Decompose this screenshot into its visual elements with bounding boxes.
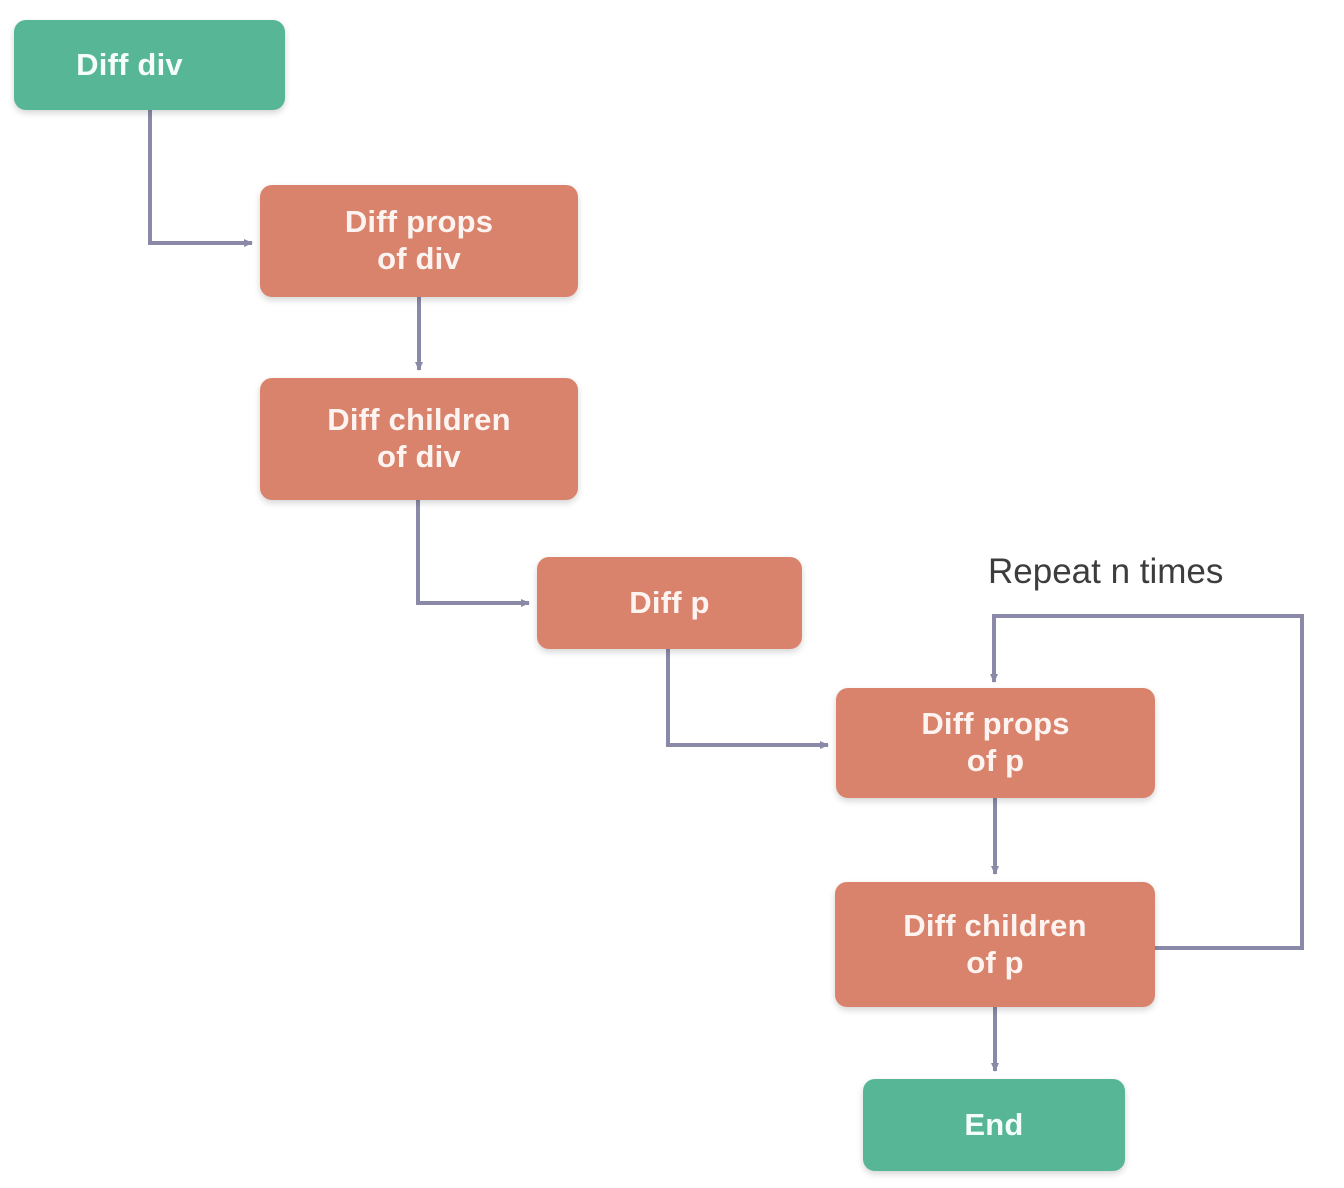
node-diff-children-of-div[interactable]: Diff children of div <box>260 378 578 500</box>
node-label-end: End <box>964 1106 1024 1142</box>
node-diff-p[interactable]: Diff p <box>537 557 802 649</box>
node-label-diff-children-of-div: Diff children of div <box>327 402 511 474</box>
edge-group <box>148 110 1304 1072</box>
node-label-diff-children-of-p: Diff children of p <box>903 907 1087 980</box>
node-diff-props-of-div[interactable]: Diff props of div <box>260 185 578 297</box>
label-repeat-n-times: Repeat n times <box>988 552 1224 591</box>
edge-repeat-loop <box>990 614 1304 950</box>
edge-diff-p-to-props-p <box>666 649 829 749</box>
node-label-diff-p: Diff p <box>629 584 710 620</box>
node-label-diff-div: Diff div <box>76 46 183 82</box>
node-diff-div[interactable]: Diff div <box>14 20 285 110</box>
node-label-diff-props-of-div: Diff props of div <box>344 204 494 276</box>
node-end[interactable]: End <box>863 1079 1125 1171</box>
edge-children-div-to-diff-p <box>416 500 530 607</box>
node-label-diff-props-of-p: Diff props of p <box>921 706 1070 778</box>
node-diff-props-of-p[interactable]: Diff props of p <box>836 688 1155 798</box>
edge-diff-div-to-props-div <box>148 110 253 247</box>
node-diff-children-of-p[interactable]: Diff children of p <box>835 882 1155 1007</box>
